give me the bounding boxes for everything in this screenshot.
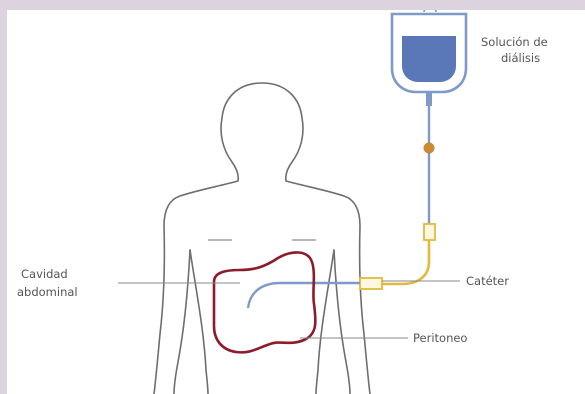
flow-valve [424, 143, 435, 154]
torso-left-side [190, 250, 208, 394]
catheter-cuff [360, 278, 382, 289]
bag-hook [424, 10, 436, 12]
label-dialysis-solution-line1: Solución de [481, 35, 548, 49]
bag-outlet [426, 92, 432, 106]
label-abdominal-cavity-line2: abdominal [17, 285, 78, 299]
peritoneal-dialysis-diagram: Solución de diálisis Cavidad abdominal C… [7, 10, 585, 394]
diagram-frame: Solución de diálisis Cavidad abdominal C… [7, 10, 585, 394]
peritoneum-outline [214, 252, 315, 352]
label-peritoneum: Peritoneo [413, 331, 467, 345]
tube-connector [424, 224, 435, 240]
label-catheter: Catéter [466, 274, 509, 288]
label-dialysis-solution-line2: diálisis [501, 51, 540, 65]
catheter-tube [382, 240, 429, 284]
bag-fluid [402, 36, 456, 82]
left-arm-inner-line [174, 250, 190, 394]
catheter-inner-segment [248, 283, 360, 308]
label-abdominal-cavity-line1: Cavidad [21, 267, 68, 281]
dialysis-bag [392, 10, 466, 106]
right-arm-inner-line [334, 250, 350, 394]
torso-right-side [316, 250, 334, 394]
